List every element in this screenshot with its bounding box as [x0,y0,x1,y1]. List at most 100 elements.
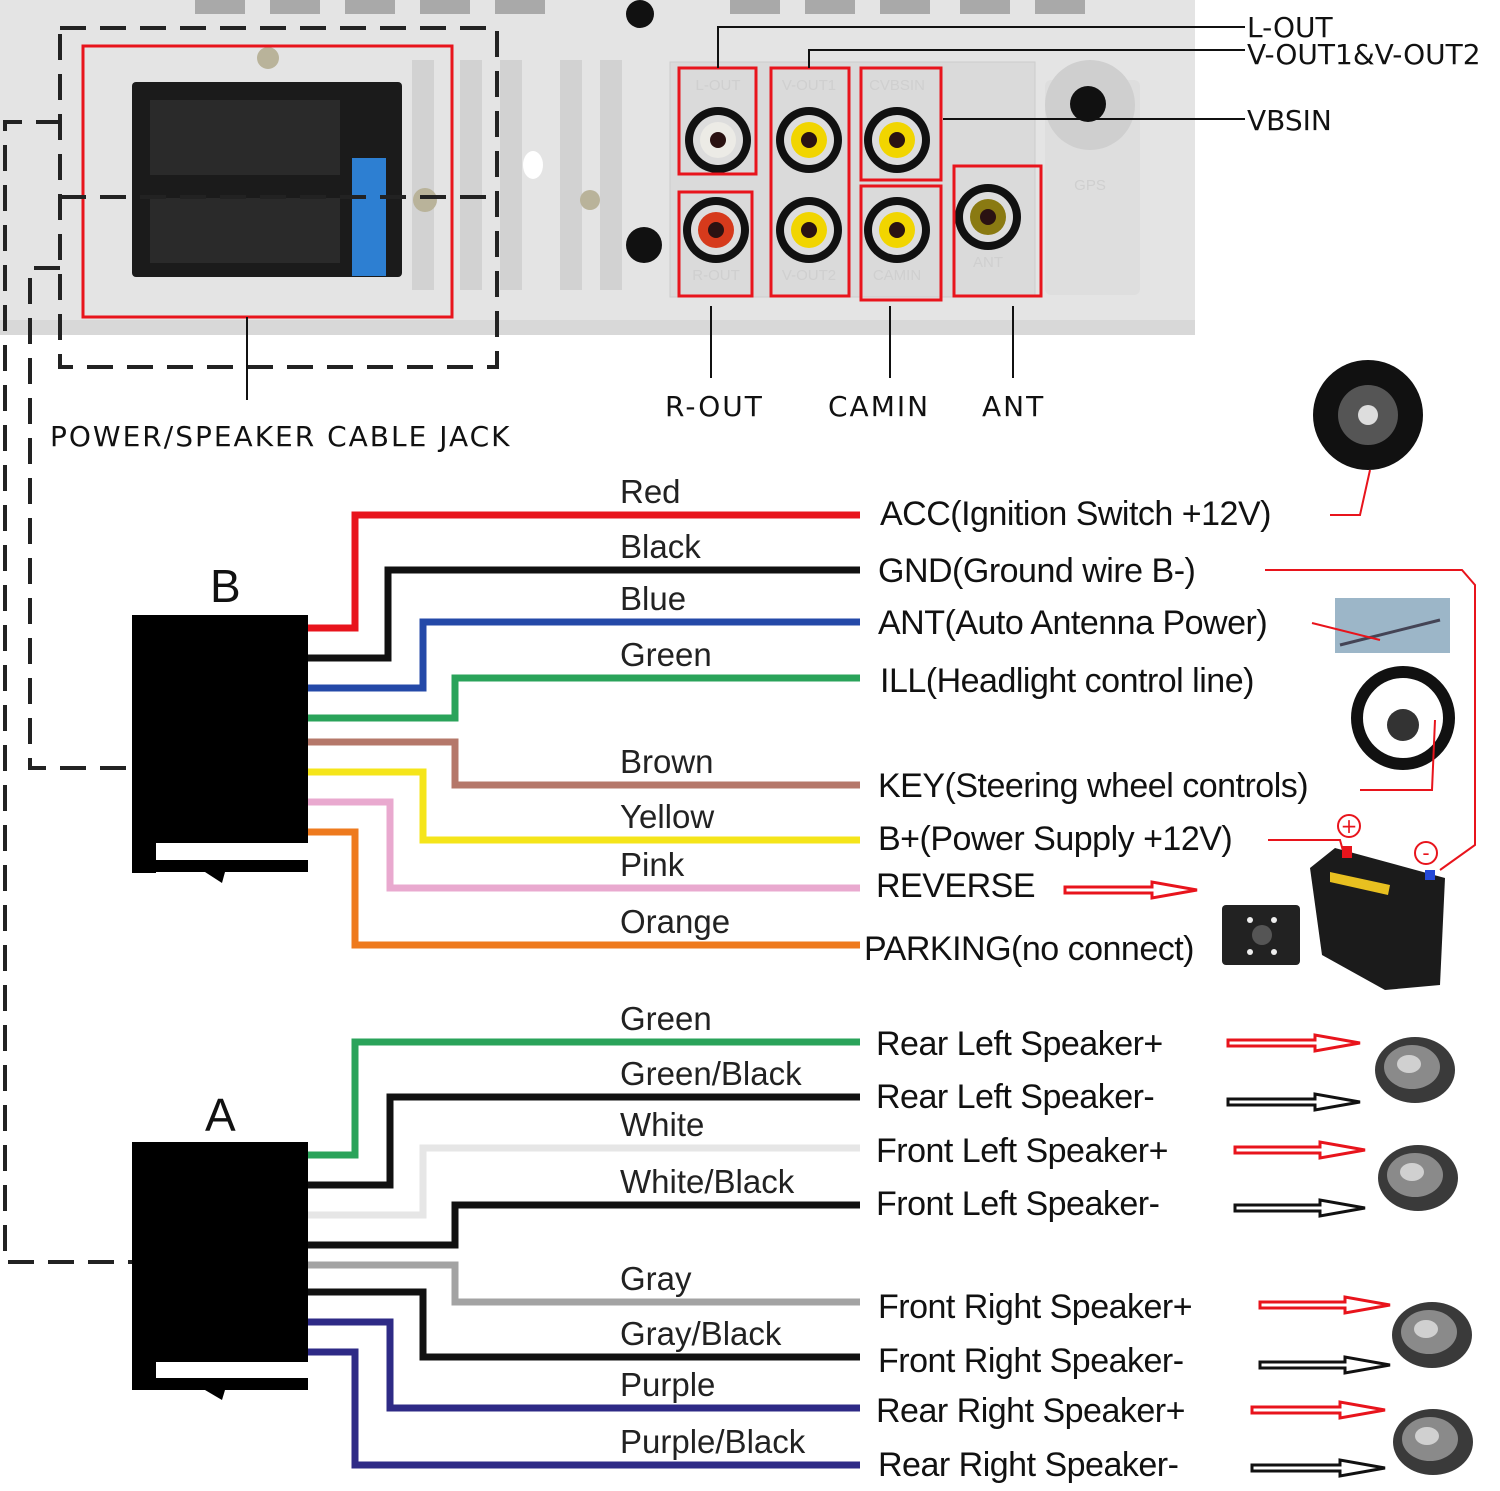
wire-color-label: Orange [620,903,730,940]
arrow-icon [1063,880,1198,900]
connector-a-label: A [205,1089,236,1141]
battery-minus: - [1422,841,1429,865]
jack-print-label: GPS [1074,177,1106,194]
speaker-icon [1378,1145,1458,1211]
wire-pink [308,798,860,892]
wire-color-label: Purple/Black [620,1423,806,1460]
arrow-icon [1233,1198,1366,1218]
wire-white-black [308,1201,860,1249]
ignition-switch-icon [1313,360,1423,516]
jack-print-label: V-OUT2 [782,267,836,284]
rca-jack [864,197,930,263]
rca-jack [776,107,842,173]
jack-print-label: V-OUT1 [782,77,836,94]
arrow-icon [1226,1033,1361,1053]
wire-function-label: Front Left Speaker- [876,1185,1159,1223]
arrow-icon [1250,1400,1386,1420]
wire-purple [308,1318,860,1412]
wire-orange [308,828,860,949]
wire-red [308,511,860,632]
highlight-box [859,184,943,302]
wire-function-label: KEY(Steering wheel controls) [878,767,1308,805]
rca-jack [864,107,930,173]
wire-function-label: B+(Power Supply +12V) [878,820,1232,858]
battery-plus: + [1341,814,1358,838]
wire-function-label: Rear Right Speaker- [878,1446,1178,1484]
wire-color-label: Gray [620,1260,692,1297]
wire-function-label: Front Right Speaker+ [878,1288,1192,1326]
speaker-icon [1393,1409,1473,1475]
wire-brown [308,738,860,789]
connector-b [132,615,308,883]
wire-function-label: Front Left Speaker+ [876,1132,1168,1170]
jack-print-label: CAMIN [873,267,921,284]
wire-green [308,674,860,722]
connector-a [132,1142,308,1400]
leader-lines [246,26,1245,400]
wire-color-label: White [620,1106,704,1143]
arrow-icon [1258,1295,1391,1315]
wire-gray [308,1261,860,1306]
wire-function-label: ILL(Headlight control line) [880,662,1254,700]
battery-icon: + - [1310,814,1445,990]
wire-black [308,566,860,662]
wire-color-label: Black [620,528,701,565]
speaker-icon [1392,1302,1472,1368]
label-ant: ANT [982,390,1045,423]
power-speaker-connector [132,82,437,277]
jack-print-label: R-OUT [692,267,740,284]
label-vbsin: VBSIN [1247,104,1332,137]
jack-print-label: L-OUT [696,77,741,94]
jack-print-label: ANT [973,254,1003,271]
label-l-out: L-OUT [1247,11,1334,44]
antenna-icon [1311,598,1450,653]
rca-jack [685,107,751,173]
steering-wheel-icon [1351,666,1455,791]
connector-b-label: B [210,560,241,612]
wire-color-label: White/Black [620,1163,795,1200]
wire-function-label: Front Right Speaker- [878,1342,1184,1380]
reverse-camera-icon [1222,905,1300,965]
wire-color-label: Red [620,473,681,510]
wire-yellow [308,768,860,844]
gps-jack [1070,86,1106,122]
arrow-icon [1258,1355,1391,1375]
wire-function-label: GND(Ground wire B-) [878,552,1195,590]
highlight-box [859,66,943,182]
wire-white [308,1144,860,1219]
label-r-out: R-OUT [665,390,764,423]
wire-function-label: Rear Left Speaker- [876,1078,1154,1116]
wire-color-label: Yellow [620,798,714,835]
wire-function-label: Rear Right Speaker+ [876,1392,1185,1430]
label-v-out: V-OUT1&V-OUT2 [1247,38,1481,71]
wire-color-label: Purple [620,1366,715,1403]
wire-green [308,1038,860,1159]
wire-green-black [308,1093,860,1189]
wire-function-label: REVERSE [876,867,1035,905]
wire-function-label: ACC(Ignition Switch +12V) [880,495,1271,533]
jack-print-label: CVBSIN [869,77,925,94]
dashed-link-lines [3,26,499,1264]
wire-color-label: Green/Black [620,1055,802,1092]
highlight-box [952,164,1043,298]
wire-color-label: Pink [620,846,685,883]
wire-gray-black [308,1288,860,1361]
rca-jack [776,197,842,263]
rca-jack [683,197,749,263]
arrow-icon [1226,1092,1361,1112]
arrow-icon [1250,1458,1386,1478]
highlight-box [677,190,754,298]
label-power-speaker-jack: POWER/SPEAKER CABLE JACK [50,420,512,453]
fuse-icon [352,158,386,276]
wire-function-label: Rear Left Speaker+ [876,1025,1163,1063]
wire-blue [308,618,860,692]
wire-color-label: Gray/Black [620,1315,782,1352]
wire-function-label: ANT(Auto Antenna Power) [878,604,1267,642]
highlight-box [81,44,454,319]
rca-jack [955,184,1021,250]
wire-color-label: Green [620,1000,712,1037]
arrow-icon [1233,1140,1366,1160]
wire-purple-black [308,1348,860,1469]
wire-color-label: Green [620,636,712,673]
